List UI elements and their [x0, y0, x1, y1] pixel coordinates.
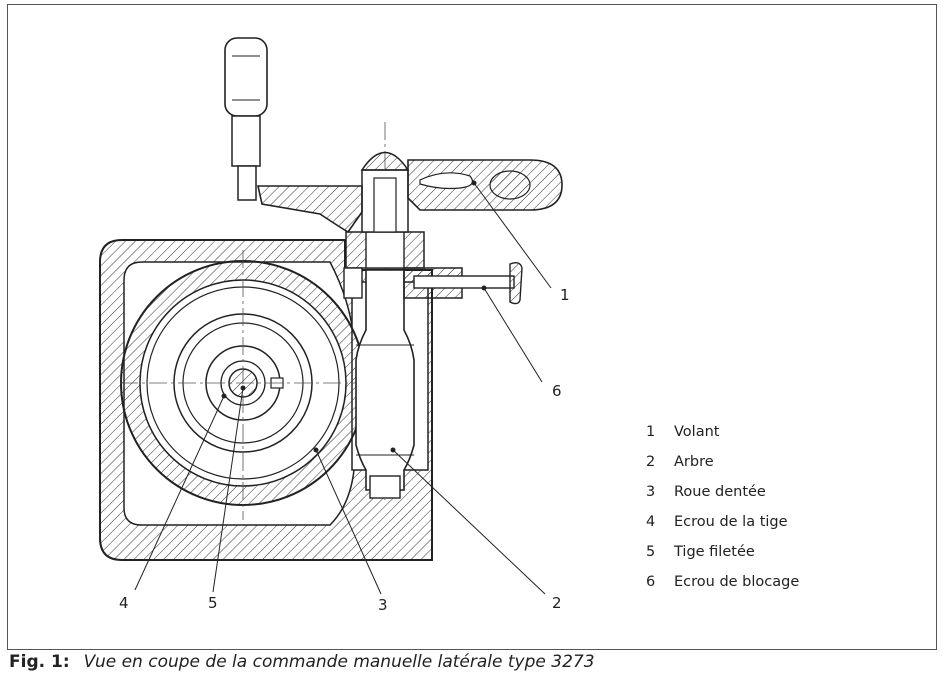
shaft — [355, 269, 415, 491]
crank-grip — [224, 37, 268, 117]
caption-prefix: Fig. 1: — [9, 652, 70, 672]
legend-num: 6 — [646, 574, 656, 590]
legend-item: 3 Roue dentée — [646, 484, 799, 514]
callout-1: 1 — [560, 286, 570, 304]
legend-num: 1 — [646, 424, 656, 440]
legend-label: Tige filetée — [674, 544, 755, 560]
legend-num: 5 — [646, 544, 656, 560]
caption-text: Vue en coupe de la commande manuelle lat… — [83, 652, 595, 672]
callout-3: 3 — [378, 596, 388, 614]
legend-num: 3 — [646, 484, 656, 500]
legend-item: 2 Arbre — [646, 454, 799, 484]
legend-item: 5 Tige filetée — [646, 544, 799, 574]
figure-caption: Fig. 1: Vue en coupe de la commande manue… — [9, 652, 595, 672]
legend-label: Roue dentée — [674, 484, 766, 500]
legend-item: 4 Ecrou de la tige — [646, 514, 799, 544]
legend-num: 2 — [646, 454, 656, 470]
legend-item: 1 Volant — [646, 424, 799, 454]
parts-legend: 1 Volant 2 Arbre 3 Roue dentée 4 Ecrou de la… — [646, 424, 799, 604]
figure-frame — [7, 4, 937, 650]
handwheel-spoke — [257, 185, 363, 234]
callout-5: 5 — [208, 594, 218, 612]
legend-item: 6 Ecrou de blocage — [646, 574, 799, 604]
callout-4: 4 — [119, 594, 129, 612]
callout-6: 6 — [552, 382, 562, 400]
legend-label: Volant — [674, 424, 720, 440]
legend-label: Arbre — [674, 454, 714, 470]
legend-label: Ecrou de la tige — [674, 514, 788, 530]
legend-label: Ecrou de blocage — [674, 574, 800, 590]
callout-2: 2 — [552, 594, 562, 612]
legend-num: 4 — [646, 514, 656, 530]
